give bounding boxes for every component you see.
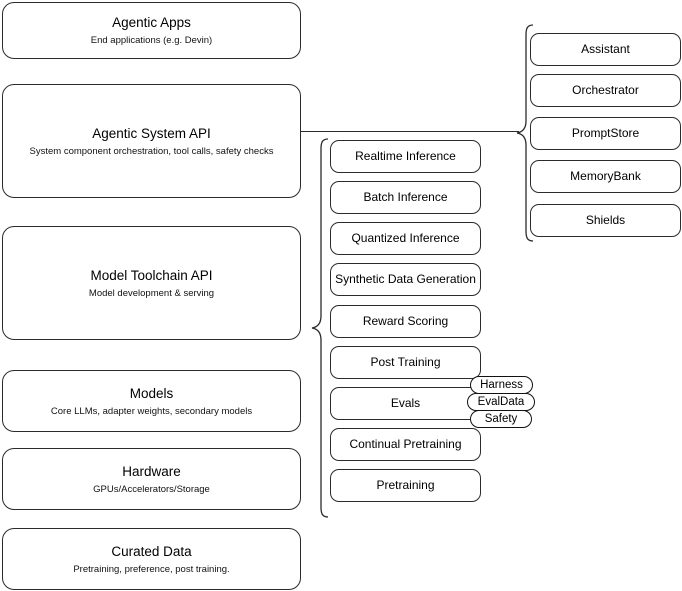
stack-layer-agentic-apps[interactable]: Agentic Apps End applications (e.g. Devi… [2,2,301,59]
layer-title: Agentic System API [92,125,211,141]
item-label: MemoryBank [570,169,641,183]
agentic-component-promptstore[interactable]: PromptStore [530,117,681,150]
item-label: Orchestrator [572,83,639,97]
toolchain-item-evals[interactable]: Evals [330,387,481,420]
layer-subtitle: Model development & serving [88,287,215,299]
toolchain-item-batch-inference[interactable]: Batch Inference [330,181,481,214]
item-label: Shields [585,213,626,227]
item-label: Post Training [370,355,441,369]
toolchain-item-realtime-inference[interactable]: Realtime Inference [330,140,481,173]
toolchain-item-continual-pretraining[interactable]: Continual Pretraining [330,428,481,461]
layer-title: Models [129,385,174,401]
item-label: Realtime Inference [355,149,456,163]
stack-layer-models[interactable]: Models Core LLMs, adapter weights, secon… [2,370,301,432]
stack-layer-hardware[interactable]: Hardware GPUs/Accelerators/Storage [2,448,301,510]
layer-subtitle: Core LLMs, adapter weights, secondary mo… [50,405,253,417]
agentic-component-assistant[interactable]: Assistant [530,33,681,66]
layer-title: Hardware [122,463,181,479]
stack-layer-curated-data[interactable]: Curated Data Pretraining, preference, po… [2,528,301,590]
stack-layer-model-toolchain-api[interactable]: Model Toolchain API Model development & … [2,226,301,340]
layer-subtitle: Pretraining, preference, post training. [73,563,230,575]
item-label: Assistant [581,42,630,56]
agentic-component-shields[interactable]: Shields [530,204,681,237]
eval-badge-evaldata[interactable]: EvalData [467,393,535,411]
toolchain-item-quantized-inference[interactable]: Quantized Inference [330,222,481,255]
connector-line-agentic-system-api-to-components [301,131,519,133]
eval-badge-harness[interactable]: Harness [470,376,533,394]
layer-subtitle: System component orchestration, tool cal… [29,145,274,157]
agentic-component-memorybank[interactable]: MemoryBank [530,160,681,193]
item-label: Pretraining [376,478,435,492]
toolchain-item-synthetic-data-generation[interactable]: Synthetic Data Generation [330,263,481,296]
item-label: PromptStore [571,126,640,140]
eval-badge-safety[interactable]: Safety [470,410,532,428]
item-label: Continual Pretraining [349,437,462,451]
agentic-component-orchestrator[interactable]: Orchestrator [530,74,681,107]
toolchain-item-post-training[interactable]: Post Training [330,346,481,379]
item-label: Synthetic Data Generation [335,272,476,286]
layer-title: Curated Data [111,543,192,559]
toolchain-item-pretraining[interactable]: Pretraining [330,469,481,502]
item-label: Quantized Inference [351,231,460,245]
item-label: Evals [390,396,421,410]
item-label: Reward Scoring [362,314,449,328]
item-label: Batch Inference [363,190,448,204]
brace-agentic-system-components [516,24,534,242]
layer-subtitle: End applications (e.g. Devin) [90,35,213,46]
stack-layer-agentic-system-api[interactable]: Agentic System API System component orch… [2,84,301,198]
layer-subtitle: GPUs/Accelerators/Storage [93,483,210,495]
layer-title: Agentic Apps [112,15,191,30]
toolchain-item-reward-scoring[interactable]: Reward Scoring [330,305,481,338]
layer-title: Model Toolchain API [90,267,213,283]
brace-model-toolchain-subsystems [311,138,329,518]
